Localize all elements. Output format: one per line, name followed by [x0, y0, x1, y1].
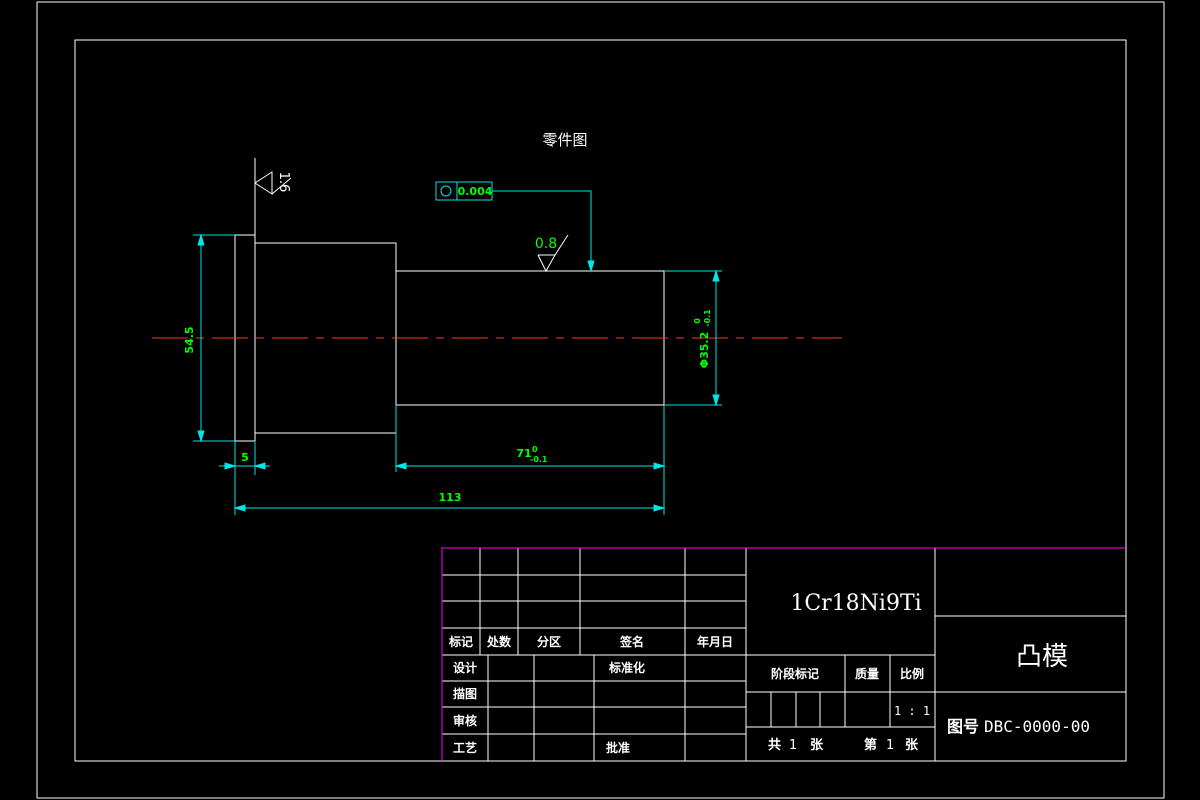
revision-headers: 标记 处数 分区 签名 年月日: [448, 634, 733, 649]
surface-finish-tail: [554, 234, 569, 256]
dim-flange-diameter-text: 54.5: [183, 326, 196, 353]
dim-shaft-length-tol-upper: 0: [532, 445, 538, 454]
header-date: 年月日: [697, 634, 733, 649]
dim-arrow: [224, 462, 237, 470]
sheets-total-prefix: 共: [768, 737, 781, 753]
scale-value: 1 : 1: [894, 704, 930, 718]
dim-arrow: [394, 462, 407, 470]
surface-finish-symbol-top: [520, 234, 580, 273]
circularity-icon: [440, 185, 452, 197]
dimension-texts: 54.5 Φ35.2 0 -0.1 5 71 0 -0.1 113: [183, 309, 712, 504]
part-name: 凸模: [1016, 642, 1068, 672]
scale-label: 比例: [900, 666, 924, 681]
sheet-no: 1: [886, 738, 894, 753]
sheets-unit: 张: [810, 738, 824, 753]
title-block-accents: [441, 547, 1126, 761]
dim-shaft-diameter-tol-upper: 0: [693, 318, 702, 324]
header-count: 处数: [486, 634, 512, 649]
dim-flange-width-text: 5: [241, 451, 249, 464]
dim-shaft-length-tol-lower: -0.1: [530, 455, 548, 464]
dim-arrow: [712, 269, 720, 282]
sheet-no-prefix: 第: [864, 737, 877, 753]
drawing-number: DBC-0000-00: [984, 717, 1090, 736]
outer-frame: [36, 1, 1165, 799]
sheets-total: 1: [789, 738, 797, 753]
dim-arrow: [233, 504, 246, 512]
role-standardization: 标准化: [608, 660, 645, 675]
title-block: 标记 处数 分区 签名 年月日 设计 标准化 描图 审核 工艺 批准 1Cr18…: [441, 547, 1127, 762]
sheet-border: [36, 1, 1165, 799]
dim-shaft-diameter-tol-lower: -0.1: [703, 309, 712, 327]
dim-arrow: [653, 462, 666, 470]
dim-arrow: [197, 430, 205, 443]
surface-finish-left-value: 1.6: [276, 172, 291, 193]
role-labels: 设计 标准化 描图 审核 工艺 批准: [453, 660, 645, 755]
dim-arrow: [712, 394, 720, 407]
dim-shaft-length-text: 71: [516, 447, 531, 460]
role-design: 设计: [453, 660, 477, 675]
role-drafting: 描图: [453, 686, 477, 701]
dim-arrow: [587, 260, 595, 273]
inner-frame: [74, 39, 1127, 762]
dim-arrow: [197, 233, 205, 246]
tolerance-value: 0.004: [458, 185, 493, 198]
dim-arrow: [653, 504, 666, 512]
dimension-lines: [193, 190, 722, 515]
dim-shaft-diameter-text: Φ35.2: [698, 332, 711, 369]
header-zone: 分区: [537, 634, 561, 649]
tolerance-frame: [435, 181, 493, 201]
surface-finish-top-value: 0.8: [535, 236, 557, 252]
header-signature: 签名: [619, 634, 644, 649]
role-process: 工艺: [453, 740, 477, 755]
surface-finish-mark: [254, 171, 273, 195]
tolerance-frame-box: [435, 181, 493, 201]
surface-finish-tail: [271, 177, 292, 195]
drawing-title: 零件图: [542, 131, 587, 149]
dim-overall-length-text: 113: [439, 491, 462, 504]
drawing-number-label: 图号: [947, 717, 979, 736]
tolerance-leader: [492, 190, 592, 262]
mass-label: 质量: [855, 666, 879, 681]
material-text: 1Cr18Ni9Ti: [790, 591, 921, 616]
sheet-info: 共 1 张 第 1 张: [768, 737, 919, 753]
surface-finish-mark: [537, 254, 556, 273]
sheet-no-unit: 张: [905, 738, 919, 753]
role-review: 审核: [453, 713, 477, 728]
surface-finish-symbol-left: [254, 158, 292, 235]
header-mark: 标记: [448, 634, 473, 649]
stage-mass-scale: 阶段标记 质量 比例: [771, 666, 924, 681]
dim-arrow: [253, 462, 266, 470]
role-approval: 批准: [606, 740, 630, 755]
stage-mark-label: 阶段标记: [771, 666, 819, 681]
